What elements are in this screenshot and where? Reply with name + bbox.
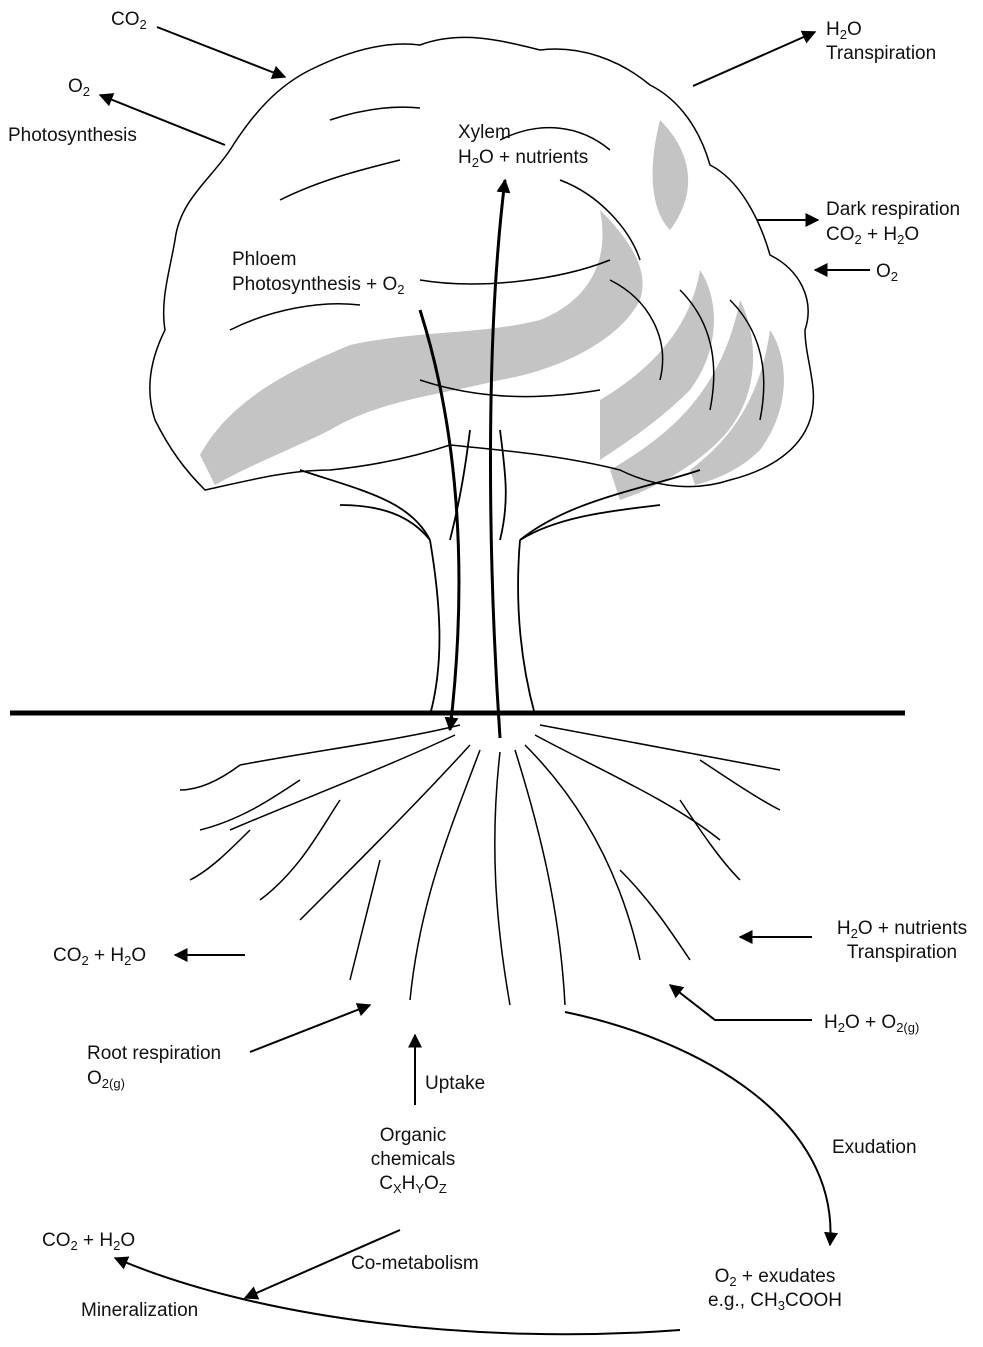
- label-chemicals: chemicals: [350, 1148, 476, 1171]
- label-exudates-example: e.g., CH3COOH: [680, 1289, 870, 1312]
- label-uptake: Uptake: [425, 1072, 485, 1095]
- label-photosynthesis: Photosynthesis: [8, 124, 137, 147]
- root-system: [180, 725, 780, 1005]
- label-root-h2o-nutrients: H2O + nutrients: [822, 917, 982, 940]
- exchange-arrows: [100, 27, 870, 1334]
- h2o-out-arrow: [693, 32, 815, 86]
- label-formula: CXHYOZ: [350, 1172, 476, 1195]
- label-xylem: Xylem: [458, 121, 511, 144]
- label-transpiration-canopy: Transpiration: [826, 42, 936, 65]
- label-root-respiration: Root respiration: [87, 1042, 221, 1065]
- label-dark-respiration: Dark respiration: [826, 198, 960, 221]
- root-respiration-arrow: [250, 1005, 370, 1052]
- label-organic: Organic: [350, 1124, 476, 1147]
- label-phloem-flow: Photosynthesis + O2: [232, 273, 405, 296]
- label-co2-h2o-bottom: CO2 + H2O: [42, 1229, 135, 1252]
- label-mineralization: Mineralization: [81, 1299, 198, 1322]
- label-root-co2-h2o: CO2 + H2O: [53, 944, 146, 967]
- label-o2-in: O2: [876, 260, 898, 283]
- label-h2o-out: H2O: [826, 18, 862, 41]
- label-xylem-flow: H2O + nutrients: [458, 146, 588, 169]
- label-root-transpiration: Transpiration: [822, 941, 982, 964]
- label-dark-respiration-products: CO2 + H2O: [826, 223, 919, 246]
- label-exudates: O2 + exudates: [680, 1265, 870, 1288]
- h2o-o2-in-arrow: [670, 985, 812, 1020]
- label-root-respiration-o2: O2(g): [87, 1067, 125, 1090]
- label-exudation: Exudation: [832, 1136, 917, 1159]
- co2-in-arrow: [157, 27, 285, 77]
- label-o2-out: O2: [68, 75, 90, 98]
- exudation-arrow: [565, 1012, 831, 1245]
- label-co-metabolism: Co-metabolism: [351, 1252, 479, 1275]
- label-h2o-o2: H2O + O2(g): [824, 1011, 919, 1034]
- label-co2-in: CO2: [111, 8, 147, 31]
- label-phloem: Phloem: [232, 248, 296, 271]
